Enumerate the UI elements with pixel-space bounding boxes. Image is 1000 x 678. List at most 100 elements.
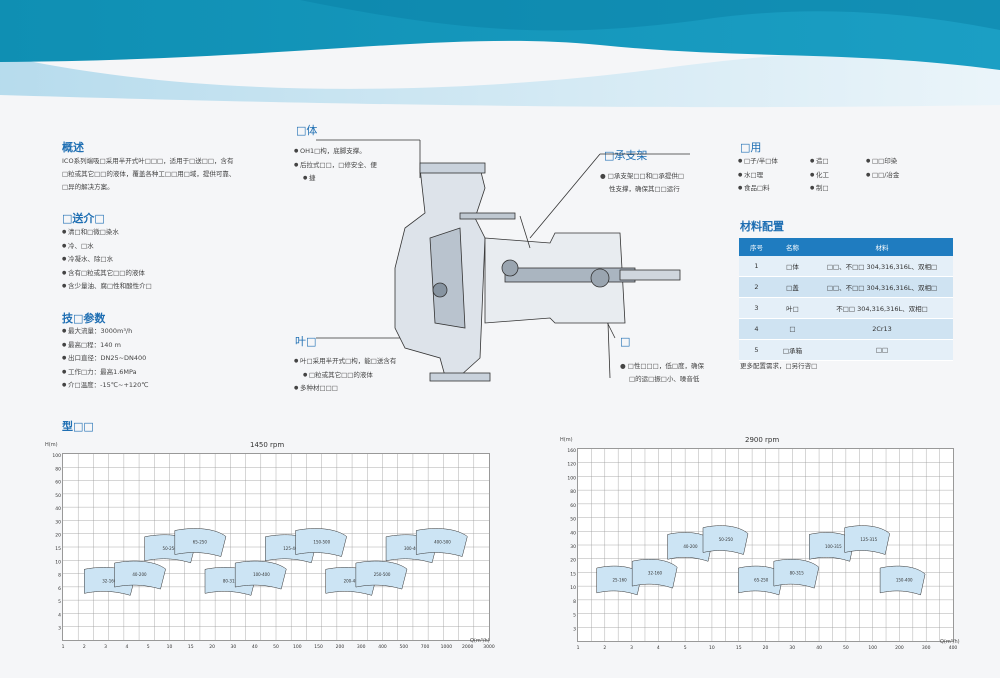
shaft-line: □的运□振□小、噪音低	[629, 375, 700, 383]
overview-line: ICO系列端吸□采用半开式叶□□□，适用于□送□□，含有	[62, 157, 234, 165]
materials-table: 序号 名称 材料 1□体□□、不□□ 304,316,316L、双相□ 2□盖□…	[739, 238, 953, 361]
list-item: 工作□力：最高1.6MPa	[62, 366, 149, 380]
y-tick-label: 120	[567, 462, 576, 468]
x-tick-label: 200	[336, 644, 345, 650]
y-tick-label: 15	[570, 571, 576, 577]
x-tick-label: 15	[188, 644, 194, 650]
table-row: 2□盖□□、不□□ 304,316,316L、双相□	[739, 276, 953, 298]
table-cell: 5	[739, 339, 774, 361]
right-x-unit: Q(m³/h)	[940, 639, 960, 645]
list-item: 造□	[810, 155, 829, 169]
y-tick-label: 100	[567, 475, 576, 481]
pump-cross-section-drawing	[316, 139, 690, 382]
impeller-title: 叶□	[295, 335, 317, 348]
bearing-line: 性支撑，确保其□□运行	[609, 185, 680, 193]
table-header: 名称	[774, 238, 811, 256]
list-item: □子/半□体	[738, 155, 778, 169]
shaft-title: □	[620, 335, 631, 348]
x-tick-label: 1	[577, 645, 580, 651]
pump-curve-region	[631, 559, 678, 589]
pump-curve-region	[773, 559, 820, 589]
x-tick-label: 500	[400, 644, 409, 650]
list-item: 含有□粒或其它□□的液体	[62, 267, 152, 281]
left-x-unit: Q(m³/h)	[470, 638, 490, 644]
table-cell: □体	[774, 256, 811, 277]
x-tick-label: 30	[789, 645, 795, 651]
table-cell: □	[774, 318, 811, 340]
pump-model-label: 150-500	[313, 540, 330, 545]
shaft-text: ● □性□□□，低□度，确保 □的运□振□小、噪音低	[620, 360, 704, 386]
x-tick-label: 2	[603, 645, 606, 651]
pump-curve-region	[596, 565, 643, 596]
pump-model-label: 40-200	[132, 572, 147, 577]
pump-model-label: 125-315	[860, 537, 877, 542]
bearing-title: □承支架	[604, 149, 648, 162]
table-cell: □□、不□□ 304,316,316L、双相□	[811, 276, 953, 298]
materials-title: 材料配置	[740, 220, 784, 233]
table-cell: 叶□	[774, 297, 811, 319]
pump-curve-region	[295, 528, 347, 557]
x-tick-label: 400	[949, 645, 958, 651]
tech-list: 最大流量：3000m³/h 最高□程：140 m 出口直径：DN25~DN400…	[62, 325, 149, 393]
x-tick-label: 2	[83, 644, 86, 650]
x-tick-label: 3	[104, 644, 107, 650]
x-tick-label: 4	[657, 645, 660, 651]
x-tick-label: 50	[273, 644, 279, 650]
list-item: 食品□料	[738, 182, 778, 196]
table-cell: 2Cr13	[811, 318, 953, 340]
x-tick-label: 1000	[441, 644, 453, 650]
table-cell: 4	[739, 318, 774, 340]
x-tick-label: 100	[868, 645, 877, 651]
y-tick-label: 3	[58, 626, 61, 632]
y-tick-label: 4	[58, 612, 61, 618]
table-cell: □□	[811, 339, 953, 361]
pump-model-label: 150-400	[896, 577, 913, 582]
usage-col2: 造□ 化工 制□	[810, 155, 829, 196]
table-cell: 2	[739, 276, 774, 298]
pump-curve-region	[667, 532, 713, 562]
overview-line: □异的解决方案。	[62, 183, 114, 191]
pump-curve-region	[809, 532, 855, 562]
list-item: □□/冶金	[866, 169, 899, 183]
list-item: OH1□构，底脚支撑。	[294, 145, 377, 159]
y-tick-label: 60	[55, 480, 61, 486]
list-item: 化工	[810, 169, 829, 183]
table-cell: □承箱	[774, 339, 811, 361]
y-tick-label: 15	[55, 546, 61, 552]
pump-model-label: 100-400	[253, 572, 270, 577]
x-tick-label: 2000	[462, 644, 474, 650]
x-tick-label: 50	[843, 645, 849, 651]
media-title: □送介□	[62, 212, 105, 225]
usage-col1: □子/半□体 水□理 食品□料	[738, 155, 778, 196]
pump-model-label: 80-315	[223, 578, 238, 583]
bearing-line-text: □承支架□□和□承提供□	[607, 172, 684, 180]
x-tick-label: 1	[62, 644, 65, 650]
x-tick-label: 5	[684, 645, 687, 651]
table-header: 材料	[811, 238, 953, 256]
y-tick-label: 40	[570, 530, 576, 536]
list-item: 介□温度：-15℃~+120℃	[62, 379, 149, 393]
list-item: 水□理	[738, 169, 778, 183]
header-wave-banner	[0, 0, 1000, 110]
overview-line: □粒或其它□□的液体，覆盖各种工□□用□域，提供可靠、	[62, 170, 236, 178]
chart-grid	[578, 449, 953, 641]
y-tick-label: 100	[52, 453, 61, 459]
y-tick-label: 30	[55, 519, 61, 525]
pump-model-label: 125-400	[283, 546, 300, 551]
list-item-text: 捷	[308, 174, 316, 182]
pump-model-label: 250-500	[374, 572, 391, 577]
table-cell: 3	[739, 297, 774, 319]
table-cell: 1	[739, 256, 774, 277]
usage-col3: □□印染 □□/冶金	[866, 155, 899, 182]
pump-model-label: 200-400	[344, 578, 361, 583]
pump-curve-region	[234, 560, 287, 590]
table-row: 5□承箱□□	[739, 339, 953, 361]
y-tick-label: 50	[570, 517, 576, 523]
pump-model-label: 65-250	[193, 540, 208, 545]
y-tick-label: 20	[55, 533, 61, 539]
overview-title: 概述	[62, 141, 84, 154]
list-item: 冷凝水、除□水	[62, 253, 152, 267]
pump-model-label: 400-500	[434, 540, 451, 545]
